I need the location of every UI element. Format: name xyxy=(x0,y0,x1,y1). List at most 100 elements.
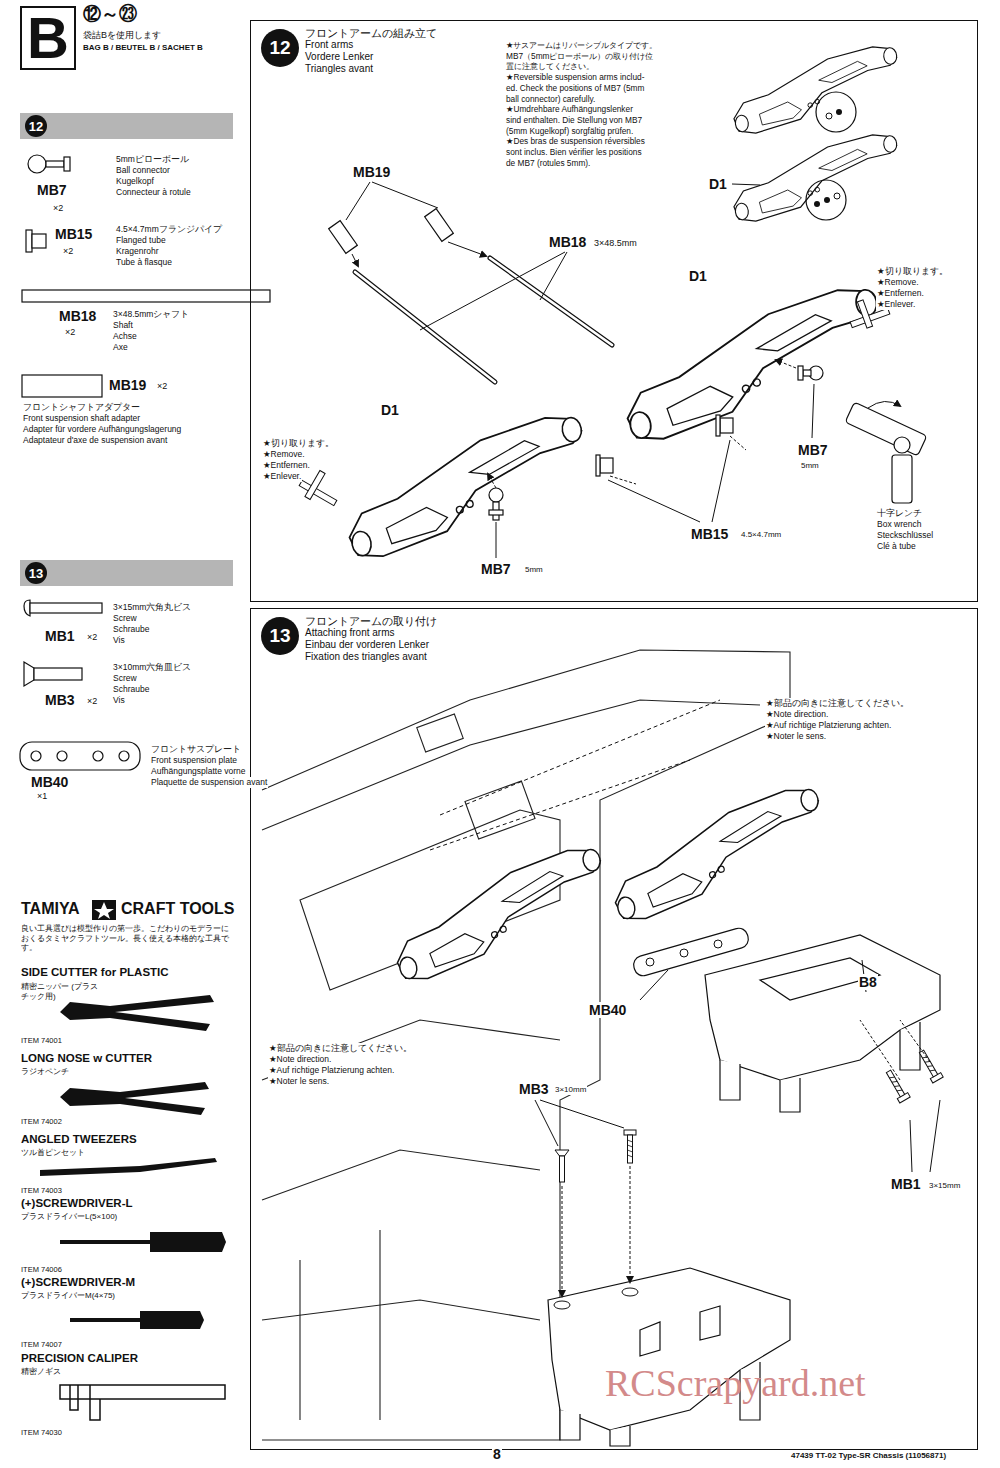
item-number: ITEM 74001 xyxy=(20,1036,63,1045)
watermark: RCScrapyard.net xyxy=(604,1362,867,1404)
tool-label: Steckschlüssel xyxy=(876,530,934,541)
part-code: MB19 xyxy=(108,377,147,393)
heading-text: フロントアームの組み立て xyxy=(305,27,437,39)
tool-name: (+)SCREWDRIVER-L xyxy=(20,1197,134,1210)
assembly-note: de MB7 (rotules 5mm). xyxy=(505,158,591,169)
quantity: ×2 xyxy=(86,696,98,707)
assembly-note: ball connector) carefully. xyxy=(505,94,596,105)
tool-description: 精密ニッパー (プラスチック用) xyxy=(20,982,102,1002)
part-description: フロントシャフトアダプター xyxy=(22,402,141,413)
part-description: Axe xyxy=(112,342,129,353)
cut-note: ★Entfernen. xyxy=(876,288,925,299)
direction-note: ★部品の向きに注意してください。 xyxy=(268,1043,413,1054)
part-description: Adaptateur d'axe de suspension avant xyxy=(22,435,168,446)
direction-note: ★Note direction. xyxy=(765,709,829,720)
part-code: MB40 xyxy=(588,1002,627,1018)
part-description: Screw xyxy=(112,613,138,624)
part-description: Flanged tube xyxy=(115,235,167,246)
part-description: Front suspension plate xyxy=(150,755,238,766)
node-text: 13 xyxy=(25,562,47,584)
heading-text: Vordere Lenker xyxy=(305,51,437,63)
cut-note: ★Entfernen. xyxy=(262,460,311,471)
assembly-note: ★Des bras de suspension réversibles xyxy=(505,136,646,147)
part-code: MB1 xyxy=(890,1176,922,1192)
item-number: ITEM 74002 xyxy=(20,1117,63,1126)
dimension: 3×15mm xyxy=(928,1181,961,1191)
part-code: MB7 xyxy=(480,561,512,577)
assembly-note: sind enthalten. Die Stellung von MB7 xyxy=(505,115,643,126)
part-description: Kragenrohr xyxy=(115,246,160,257)
quantity: ×2 xyxy=(156,381,168,392)
part-code: MB40 xyxy=(30,774,69,790)
cut-note: ★切り取ります。 xyxy=(876,266,949,277)
part-ref: D1 xyxy=(688,268,708,284)
dimension: 4.5×4.7mm xyxy=(740,530,782,540)
part-description: Kugelkopf xyxy=(115,176,155,187)
bag-letter-box: B xyxy=(20,6,76,70)
assembly-note: ed. Check the positions of MB7 (5mm xyxy=(505,83,645,94)
part-description: 3×15mm六角丸ビス xyxy=(112,602,192,613)
panel-heading: フロントアームの組み立てFront armsVordere LenkerTria… xyxy=(305,27,437,75)
node-text: 12 xyxy=(25,115,47,137)
part-description: 3×10mm六角皿ビス xyxy=(112,662,192,673)
quantity: ×2 xyxy=(64,327,76,338)
assembly-note: ★Reversible suspension arms includ- xyxy=(505,72,645,83)
tool-description: ラジオペンチ xyxy=(20,1067,70,1077)
heading-text: Fixation des triangles avant xyxy=(305,651,437,663)
cut-note: ★Remove. xyxy=(262,449,306,460)
tool-name: ANGLED TWEEZERS xyxy=(20,1133,138,1146)
tools-blurb: 良い工具選びは模型作りの第一歩。こだわりのモデラーにおくるタミヤクラフトツール。… xyxy=(20,924,234,953)
node-text: B xyxy=(27,9,69,67)
part-code: MB15 xyxy=(54,226,93,242)
part-ref: D1 xyxy=(708,176,728,192)
part-description: Vis xyxy=(112,695,126,706)
assembly-note: ★サスアームはリバーシブルタイプです。 xyxy=(505,40,658,51)
part-code: MB15 xyxy=(690,526,729,542)
quantity: ×1 xyxy=(36,791,48,802)
item-number: ITEM 74030 xyxy=(20,1428,63,1437)
assembly-note: (5mm Kugelkopf) sorgfältig prüfen. xyxy=(505,126,634,137)
tool-label: Box wrench xyxy=(876,519,922,530)
cut-note: ★切り取ります。 xyxy=(262,438,335,449)
tool-name: PRECISION CALIPER xyxy=(20,1352,139,1365)
heading-text: フロントアームの取り付け xyxy=(305,615,437,627)
part-description: 3×48.5mmシャフト xyxy=(112,309,190,320)
tool-name: (+)SCREWDRIVER-M xyxy=(20,1276,136,1289)
assembly-note: ★Umdrehbare Aufhängungslenker xyxy=(505,104,634,115)
node-text: 12 xyxy=(269,37,290,59)
part-description: Schraube xyxy=(112,684,150,695)
step-number: 12 xyxy=(261,29,299,67)
item-number: ITEM 74003 xyxy=(20,1186,63,1195)
step-number: 13 xyxy=(261,617,299,655)
part-code: MB7 xyxy=(797,442,829,458)
part-code: MB7 xyxy=(36,182,68,198)
dimension: 3×10mm xyxy=(554,1085,587,1095)
tool-label: Clé à tube xyxy=(876,541,917,552)
part-description: 5mmピローボール xyxy=(115,154,190,165)
heading-text: Triangles avant xyxy=(305,63,437,75)
brand-name: TAMIYA xyxy=(20,900,81,918)
part-description: Plaquette de suspension avant xyxy=(150,777,268,788)
direction-note: ★Auf richtige Platzierung achten. xyxy=(268,1065,395,1076)
brand-name: CRAFT TOOLS xyxy=(120,900,235,918)
dimension: 3×48.5mm xyxy=(593,238,638,249)
quantity: ×2 xyxy=(86,632,98,643)
heading-text: Attaching front arms xyxy=(305,627,437,639)
cut-note: ★Remove. xyxy=(876,277,920,288)
step-band: 12 xyxy=(20,113,233,139)
step-range: ⑫～㉓ xyxy=(82,4,138,24)
direction-note: ★Noter le sens. xyxy=(268,1076,330,1087)
tool-description: プラスドライバーL(5×100) xyxy=(20,1212,118,1222)
direction-note: ★部品の向きに注意してください。 xyxy=(765,698,910,709)
step-band: 13 xyxy=(20,560,233,586)
part-description: 4.5×4.7mmフランジパイプ xyxy=(115,224,223,235)
part-description: Aufhängungsplatte vorne xyxy=(150,766,247,777)
quantity: ×2 xyxy=(52,203,64,214)
cut-note: ★Enlever. xyxy=(262,471,302,482)
bag-note: 袋詰Bを使用します xyxy=(82,30,162,41)
part-code: MB3 xyxy=(518,1081,550,1097)
part-code: MB3 xyxy=(44,692,76,708)
part-description: Adapter für vordere Aufhängungslagerung xyxy=(22,424,182,435)
part-code: MB18 xyxy=(58,308,97,324)
tool-name: SIDE CUTTER for PLASTIC xyxy=(20,966,170,979)
